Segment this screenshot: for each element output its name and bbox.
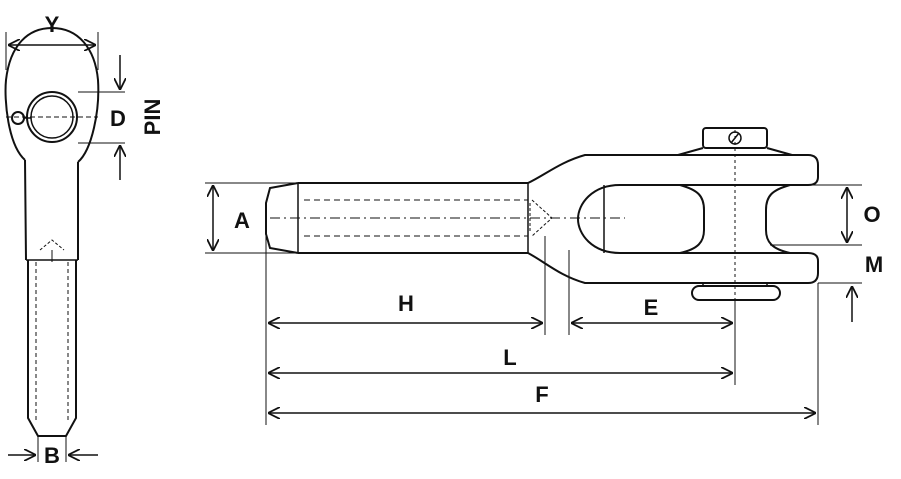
h-label: H bbox=[398, 291, 414, 316]
fork-body bbox=[527, 154, 819, 284]
eye-outline bbox=[4, 26, 100, 163]
pin-body bbox=[679, 184, 791, 254]
front-view: A H E L F O M bbox=[205, 127, 883, 425]
pin-label: PIN bbox=[140, 99, 165, 136]
f-label: F bbox=[535, 382, 548, 407]
threaded-shank bbox=[27, 260, 77, 437]
shank-outline bbox=[24, 159, 79, 261]
pin-washer bbox=[691, 285, 781, 301]
b-label: B bbox=[44, 443, 60, 468]
e-label: E bbox=[644, 295, 659, 320]
a-label: A bbox=[234, 208, 250, 233]
side-view: Y D PIN B bbox=[4, 12, 165, 468]
m-label: M bbox=[865, 252, 883, 277]
o-label: O bbox=[863, 202, 880, 227]
shank bbox=[298, 182, 528, 254]
threaded-tip bbox=[265, 182, 299, 254]
y-label: Y bbox=[45, 12, 60, 37]
d-label: D bbox=[110, 106, 126, 131]
l-label: L bbox=[503, 345, 516, 370]
cotter-ring bbox=[11, 111, 25, 125]
